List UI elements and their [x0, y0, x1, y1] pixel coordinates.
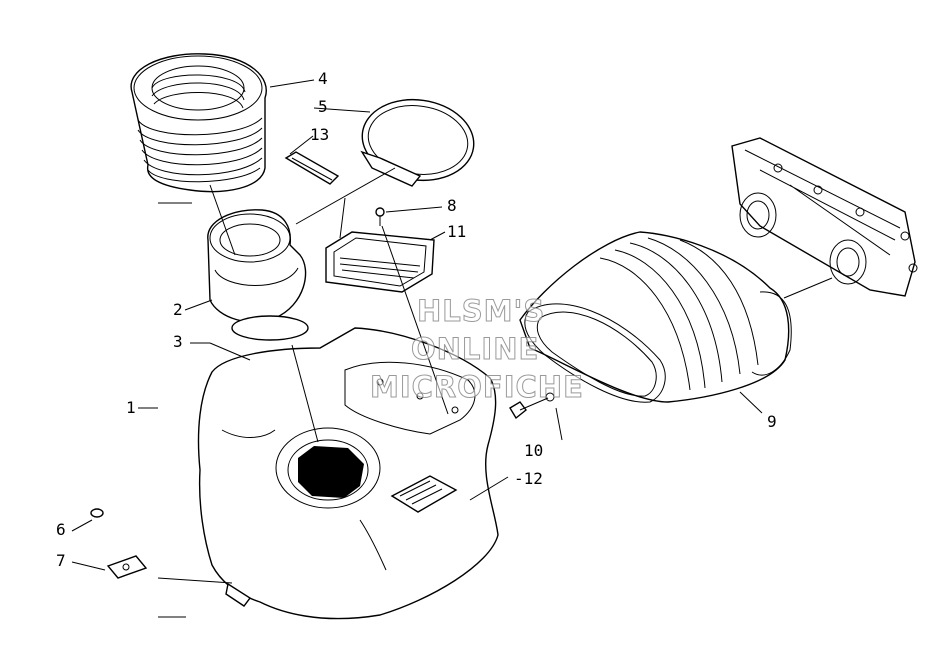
carburetor-assembly [731, 137, 918, 297]
small-screw [375, 207, 385, 226]
intake-boot [519, 231, 792, 403]
callout-3: 3 [173, 332, 183, 351]
mount-bracket [106, 555, 148, 579]
foam-strip [284, 151, 340, 185]
filter-screen [325, 231, 435, 293]
watermark-line2: ONLINE [410, 332, 540, 367]
watermark-line3: MICROFICHE [370, 370, 584, 405]
callout-7: 7 [56, 551, 66, 570]
callout-10: 10 [524, 441, 544, 460]
callout-9: 9 [767, 412, 777, 431]
bellows-boot [130, 53, 267, 193]
callout-5: 5 [318, 97, 328, 116]
callout-13: 13 [310, 125, 330, 144]
clamp-band [360, 98, 475, 187]
watermark-line1: HLSM'S [416, 294, 546, 329]
callout-8: 8 [447, 196, 457, 215]
callout-12: -12 [514, 469, 543, 488]
callout-6: 6 [56, 520, 66, 539]
bolt [509, 392, 555, 420]
air-silencer-box [197, 327, 499, 620]
gasket [231, 315, 309, 341]
callout-1: 1 [126, 398, 136, 417]
callout-4: 4 [318, 69, 328, 88]
callout-2: 2 [173, 300, 183, 319]
grommet [90, 508, 104, 518]
intake-adapter [207, 209, 307, 323]
leader-lines [71, 79, 833, 618]
callout-11: 11 [447, 222, 467, 241]
